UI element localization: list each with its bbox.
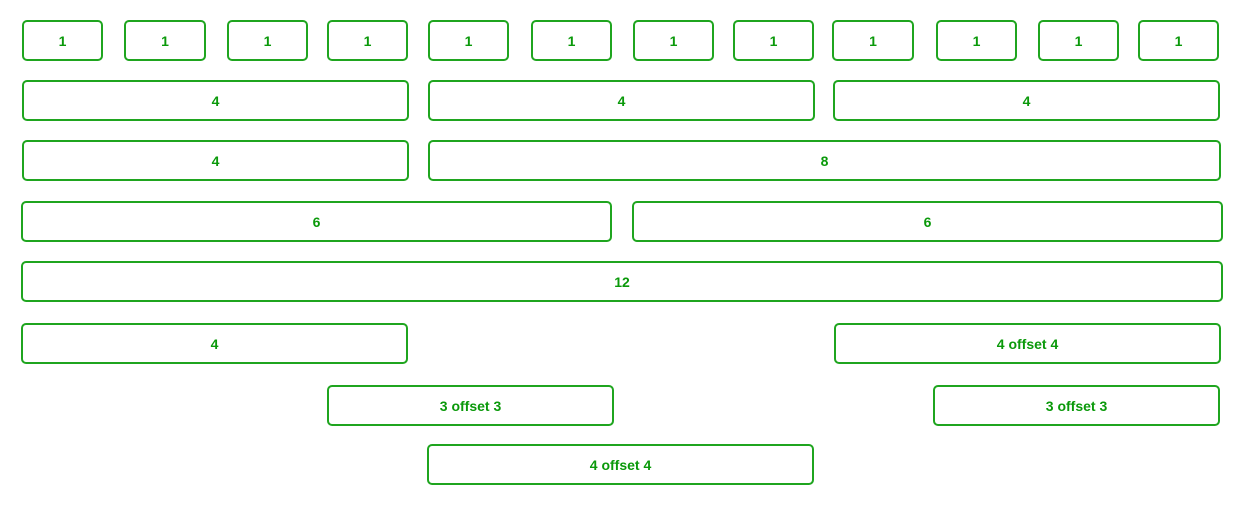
grid-column-box: 4 (22, 80, 409, 121)
grid-column-box: 12 (21, 261, 1223, 302)
grid-column-box: 1 (124, 20, 206, 61)
grid-column-box: 1 (531, 20, 612, 61)
grid-column-box: 1 (936, 20, 1017, 61)
grid-column-box: 8 (428, 140, 1221, 181)
grid-column-box: 1 (832, 20, 914, 61)
grid-column-box: 6 (21, 201, 612, 242)
grid-column-box: 4 (428, 80, 815, 121)
grid-column-box: 1 (327, 20, 408, 61)
grid-column-box: 1 (22, 20, 103, 61)
grid-column-box: 4 offset 4 (427, 444, 814, 485)
grid-column-box: 4 (833, 80, 1220, 121)
grid-column-box: 3 offset 3 (933, 385, 1220, 426)
grid-column-box: 1 (633, 20, 714, 61)
grid-column-box: 4 offset 4 (834, 323, 1221, 364)
grid-column-box: 1 (428, 20, 509, 61)
grid-column-box: 4 (21, 323, 408, 364)
grid-column-box: 1 (733, 20, 814, 61)
grid-column-box: 1 (1038, 20, 1119, 61)
grid-column-box: 1 (227, 20, 308, 61)
grid-column-box: 1 (1138, 20, 1219, 61)
grid-column-box: 3 offset 3 (327, 385, 614, 426)
grid-column-box: 4 (22, 140, 409, 181)
grid-column-box: 6 (632, 201, 1223, 242)
